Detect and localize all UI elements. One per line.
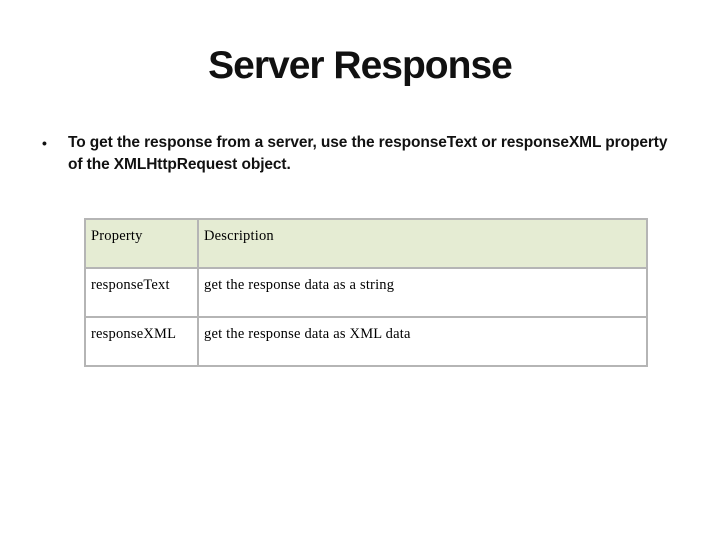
- cell-property-responsetext: responseText: [84, 267, 199, 318]
- properties-table: Property Description responseText get th…: [84, 218, 648, 367]
- table-header-description: Description: [197, 218, 648, 269]
- bullet-item: • To get the response from a server, use…: [42, 132, 708, 176]
- table-header-property: Property: [84, 218, 199, 269]
- table-header-row: Property Description: [84, 218, 648, 269]
- cell-property-responsexml: responseXML: [84, 316, 199, 367]
- bullet-marker: •: [42, 135, 47, 151]
- slide-title: Server Response: [208, 44, 513, 87]
- table-row: responseXML get the response data as XML…: [84, 316, 648, 367]
- cell-description-responsexml: get the response data as XML data: [197, 316, 648, 367]
- cell-description-responsetext: get the response data as a string: [197, 267, 648, 318]
- table-row: responseText get the response data as a …: [84, 267, 648, 318]
- bullet-text: To get the response from a server, use t…: [68, 134, 668, 173]
